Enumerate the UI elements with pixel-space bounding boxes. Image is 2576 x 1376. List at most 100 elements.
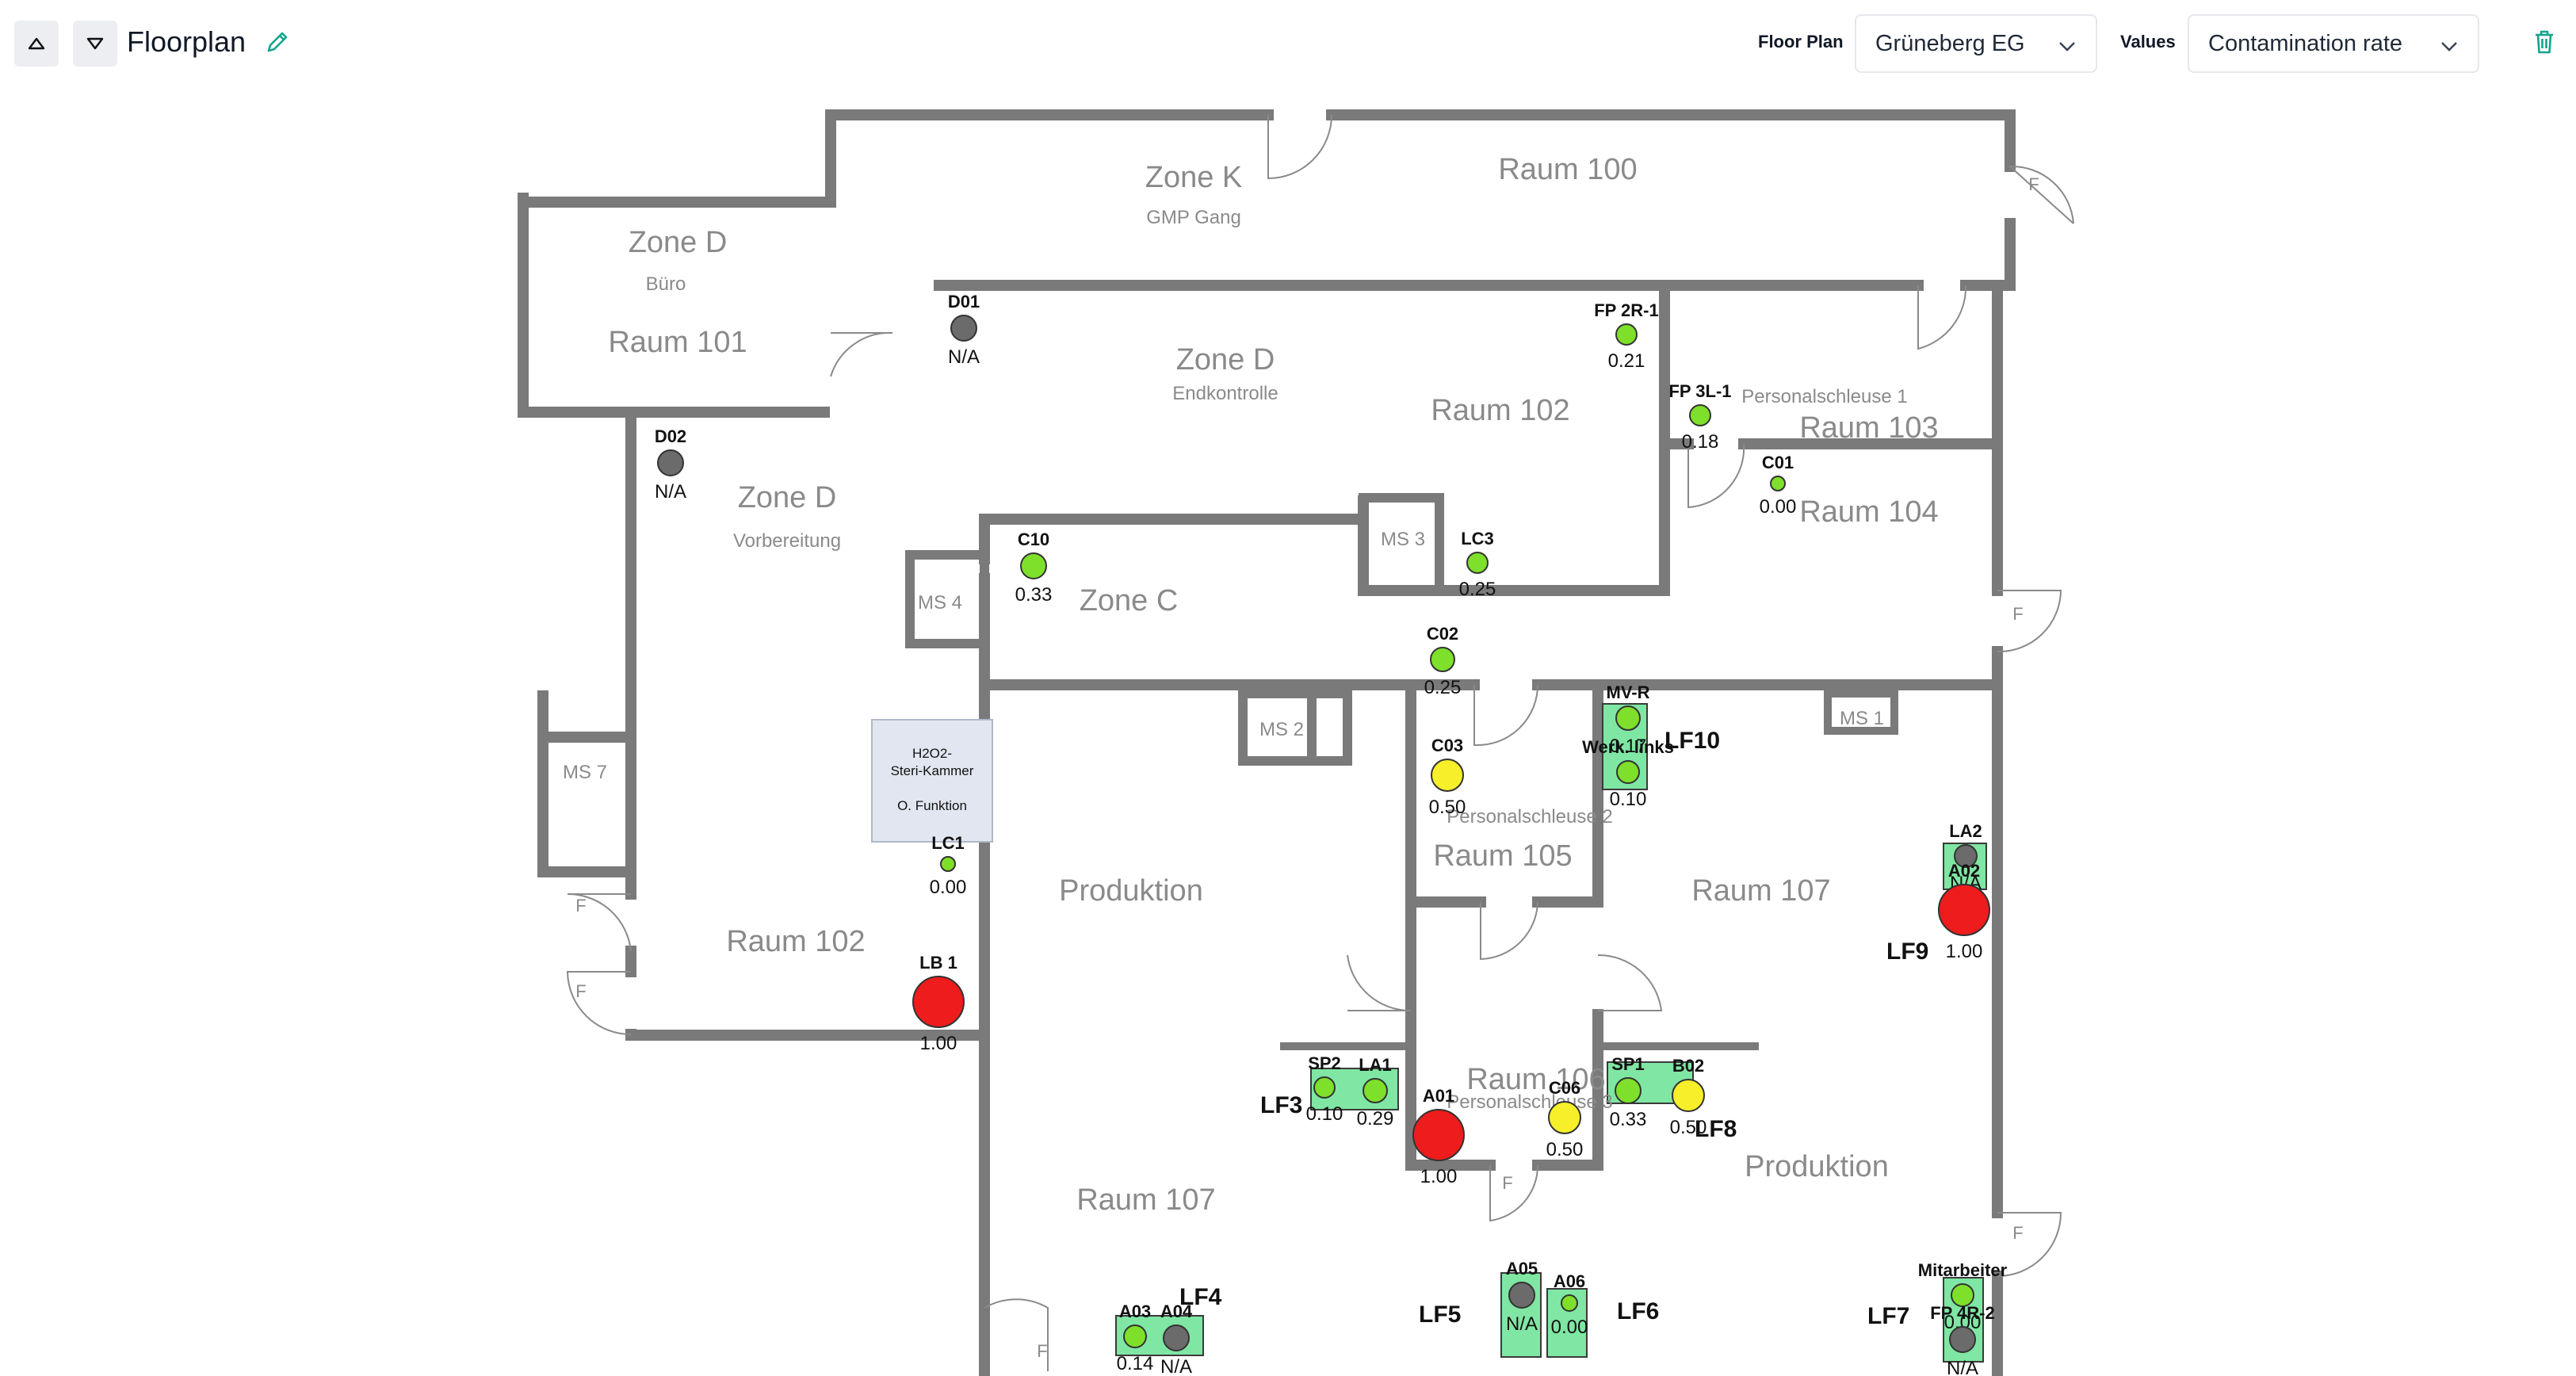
floor-plan-select[interactable]: Grüneberg EG xyxy=(1855,14,2097,73)
sensor-dot[interactable] xyxy=(1163,1324,1190,1351)
sensor-dot[interactable] xyxy=(1123,1324,1147,1348)
sensor[interactable]: LB 11.00 xyxy=(912,953,965,1054)
sensor-dot[interactable] xyxy=(1951,1283,1974,1307)
sensor-dot[interactable] xyxy=(1020,552,1047,579)
room-label: GMP Gang xyxy=(1146,207,1241,228)
room-label: Raum 104 xyxy=(1799,495,1938,529)
sensor-dot[interactable] xyxy=(1313,1076,1336,1099)
sensor-dot[interactable] xyxy=(1412,1109,1465,1161)
sensor-value: N/A xyxy=(1506,1313,1538,1335)
sensor-dot[interactable] xyxy=(657,449,684,476)
lf-label: LF10 xyxy=(1664,728,1720,754)
room-label: Raum 102 xyxy=(726,925,865,958)
room-label: Personalschleuse 1 xyxy=(1741,386,1907,407)
sensor-value: 0.50 xyxy=(1546,1139,1584,1160)
floor-plan-value: Grüneberg EG xyxy=(1875,30,2025,56)
sensor-dot[interactable] xyxy=(1363,1078,1388,1103)
values-select[interactable]: Contamination rate xyxy=(2188,14,2479,73)
sensor-dot[interactable] xyxy=(1770,476,1786,491)
sensor-dot[interactable] xyxy=(950,315,977,342)
sensor[interactable]: FP 2R-10.21 xyxy=(1594,300,1659,372)
delete-button[interactable] xyxy=(2527,25,2562,60)
sensor[interactable]: FP 4R-2N/A xyxy=(1930,1303,1995,1376)
sensor-dot[interactable] xyxy=(1954,844,1978,868)
room-label: Raum 107 xyxy=(1691,874,1830,908)
sensor-label: LC1 xyxy=(931,833,965,853)
sensor-value: N/A xyxy=(1160,1356,1192,1376)
sensor-label: Werk. links xyxy=(1582,737,1674,757)
room-label: Büro xyxy=(646,273,686,295)
svg-text:Steri-Kammer: Steri-Kammer xyxy=(891,763,974,778)
room-label: Produktion xyxy=(1745,1150,1889,1183)
move-down-button[interactable] xyxy=(73,21,117,67)
room-label: Zone D xyxy=(629,226,728,259)
sensor-label: D02 xyxy=(655,426,686,446)
sensor-dot[interactable] xyxy=(1672,1079,1705,1112)
sensor-dot[interactable] xyxy=(1548,1101,1581,1134)
sensor-dot[interactable] xyxy=(1615,705,1641,731)
sensor-value: 0.10 xyxy=(1610,789,1647,810)
sensor-dot[interactable] xyxy=(912,976,965,1028)
sensor-dot[interactable] xyxy=(1689,404,1711,426)
sensor-value: 0.17 xyxy=(1610,736,1647,757)
values-label: Values xyxy=(2120,32,2176,52)
sensor-dot[interactable] xyxy=(1430,647,1455,672)
sensor-label: FP 3L-1 xyxy=(1668,381,1731,401)
sensor-dot[interactable] xyxy=(1615,1077,1642,1104)
sensor-label: B02 xyxy=(1672,1056,1704,1076)
sensor-value: 0.29 xyxy=(1357,1108,1394,1129)
sensor[interactable]: FP 3L-10.18 xyxy=(1668,381,1731,453)
sensor-dot[interactable] xyxy=(1949,1326,1976,1353)
sensor-value: 1.00 xyxy=(1420,1166,1458,1187)
sensor-zone-boxes xyxy=(1115,703,1987,1363)
sensor-value: N/A xyxy=(655,481,686,503)
move-up-button[interactable] xyxy=(14,21,59,67)
room-label: Raum 101 xyxy=(608,326,747,359)
sensor-value: 0.33 xyxy=(1015,584,1053,606)
room-label: Zone D xyxy=(1176,343,1275,376)
lf-label: LF3 xyxy=(1260,1092,1302,1118)
sensor-dot[interactable] xyxy=(1561,1294,1578,1312)
sensor-dot[interactable] xyxy=(1615,323,1638,346)
sensor[interactable]: MV-R0.17 xyxy=(1607,682,1650,757)
sensor-dot[interactable] xyxy=(1466,552,1489,574)
door-label: F xyxy=(1502,1173,1512,1193)
room-label: Zone K xyxy=(1145,161,1243,194)
sensor-dot[interactable] xyxy=(1616,760,1640,784)
sensor-label: SP1 xyxy=(1611,1054,1645,1074)
lf-label: LF6 xyxy=(1617,1298,1659,1324)
sensor-dot[interactable] xyxy=(940,856,956,872)
sensor-dot[interactable] xyxy=(1431,759,1464,792)
sensor-value: 0.25 xyxy=(1459,579,1496,600)
door-label: F xyxy=(2012,1223,2023,1243)
room-label: Raum 102 xyxy=(1431,394,1569,427)
toolbar: Floorplan Floor Plan Grüneberg EG Values… xyxy=(0,0,2576,87)
sensor-dot[interactable] xyxy=(1508,1282,1535,1309)
edit-title-button[interactable] xyxy=(262,27,293,59)
room-label: MS 2 xyxy=(1259,719,1304,740)
room-label: MS 1 xyxy=(1840,708,1884,729)
sensor[interactable]: Werk. links 0.10 xyxy=(1582,737,1674,810)
sensor-dot[interactable] xyxy=(1938,884,1990,936)
